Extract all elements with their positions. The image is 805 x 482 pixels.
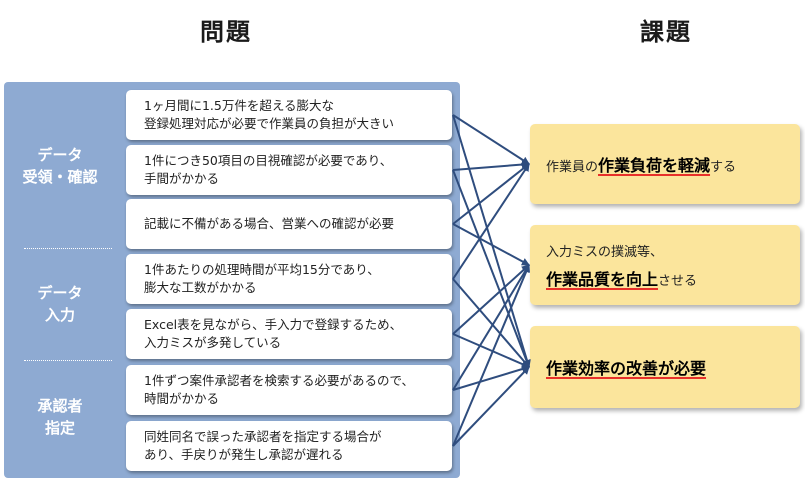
category-divider (24, 248, 112, 249)
category-divider (24, 360, 112, 361)
problem-box: 記載に不備がある場合、営業への確認が必要 (126, 199, 452, 249)
connector-arrow (452, 163, 530, 225)
problem-text: 1件につき50項目の目視確認が必要であり、 (144, 153, 393, 168)
problem-text: 記載に不備がある場合、営業への確認が必要 (144, 216, 395, 231)
issue-text: 作業員の作業負荷を軽減する (546, 152, 784, 176)
connector-arrow (452, 163, 530, 280)
issue-suffix: させる (658, 273, 698, 289)
connector-arrow (452, 333, 530, 368)
connector-arrow (452, 264, 530, 391)
category-label-line1: データ (37, 146, 83, 164)
issue-box-efficiency: 作業効率の改善が必要 (530, 326, 800, 408)
issue-text: 作業効率の改善が必要 (546, 355, 784, 379)
category-label-line2: 指定 (44, 419, 75, 437)
problem-box: 1件あたりの処理時間が平均15分であり、 膨大な工数がかかる (126, 254, 452, 304)
problem-box: 1ヶ月間に1.5万件を超える膨大な 登録処理対応が必要で作業員の負担が大きい (126, 90, 452, 140)
problem-text: 手間がかかる (144, 171, 220, 186)
connector-arrow (452, 264, 530, 335)
problem-text: 入力ミスが多発している (144, 335, 282, 350)
problems-heading: 問題 (200, 18, 252, 46)
connector-arrow (452, 160, 530, 171)
problem-text: Excel表を見ながら、手入力で登録するため、 (144, 317, 403, 332)
category-label-line2: 入力 (44, 306, 75, 324)
issue-text-line1: 入力ミスの撲滅等、 (546, 244, 664, 260)
issue-emphasis: 作業品質を向上 (546, 269, 659, 289)
connector-arrow (452, 114, 530, 165)
issue-box-workload: 作業員の作業負荷を軽減する (530, 124, 800, 204)
category-approver: 承認者 指定 (4, 395, 116, 439)
connector-arrow (452, 366, 530, 447)
problem-text: 1ヶ月間に1.5万件を超える膨大な (144, 98, 334, 113)
connector-arrow (452, 169, 531, 368)
category-label-line1: 承認者 (37, 397, 83, 415)
problem-text: 膨大な工数がかかる (144, 280, 257, 295)
problem-text: 1件ずつ案件承認者を検索する必要があるので、 (144, 373, 414, 388)
category-data-receipt: データ 受領・確認 (4, 144, 116, 188)
connector-arrow (452, 365, 530, 391)
problem-box: 1件ずつ案件承認者を検索する必要があるので、 時間がかかる (126, 365, 452, 415)
category-label-line1: データ (37, 284, 83, 302)
problem-text: 1件あたりの処理時間が平均15分であり、 (144, 262, 380, 277)
category-label-line2: 受領・確認 (22, 168, 98, 186)
problem-box: 1件につき50項目の目視確認が必要であり、 手間がかかる (126, 145, 452, 195)
problem-text: あり、手戻りが発生し承認が遅れる (144, 447, 344, 462)
problem-box: 同姓同名で誤った承認者を指定する場合が あり、手戻りが発生し承認が遅れる (126, 421, 452, 471)
connector-arrow (452, 223, 530, 266)
issue-emphasis: 作業負荷を軽減 (598, 156, 711, 175)
issue-suffix: する (710, 160, 737, 175)
issue-emphasis: 作業効率の改善が必要 (546, 359, 707, 378)
category-data-input: データ 入力 (4, 282, 116, 326)
connector-arrow (452, 278, 530, 368)
problem-box: Excel表を見ながら、手入力で登録するため、 入力ミスが多発している (126, 309, 452, 359)
issue-prefix: 作業員の (546, 160, 599, 175)
connector-arrow (452, 114, 531, 368)
problem-text: 同姓同名で誤った承認者を指定する場合が (144, 429, 382, 444)
connector-arrow (452, 264, 530, 447)
issues-heading: 課題 (640, 18, 692, 46)
issue-box-quality: 入力ミスの撲滅等、 作業品質を向上させる (530, 225, 800, 305)
problem-text: 時間がかかる (144, 391, 220, 406)
issue-text-line2: 作業品質を向上させる (546, 266, 784, 290)
problem-text: 登録処理対応が必要で作業員の負担が大きい (144, 116, 395, 131)
